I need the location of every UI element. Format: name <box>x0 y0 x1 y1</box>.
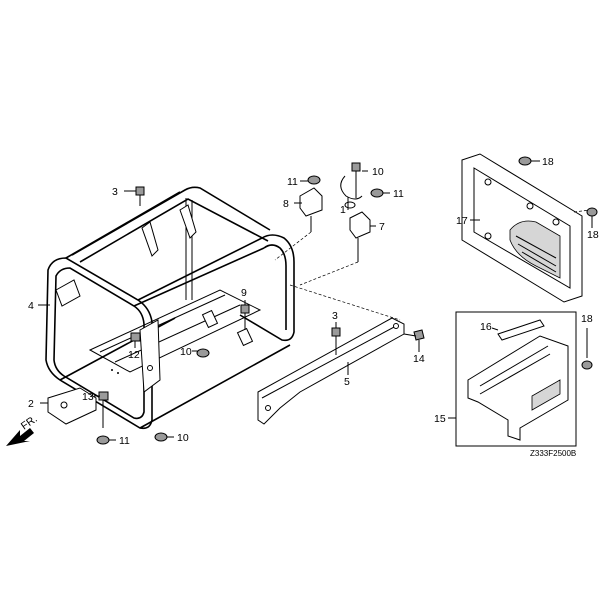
callout-3: 3 <box>112 186 118 198</box>
side-panel-part-17 <box>461 153 591 303</box>
callout-4: 4 <box>28 300 34 312</box>
screw-icon <box>586 207 598 217</box>
callout-18: 18 <box>581 313 593 325</box>
switch-part-6 <box>349 211 371 262</box>
callout-12: 12 <box>128 349 140 361</box>
callout-16: 16 <box>480 321 492 333</box>
foot-bracket-part-2 <box>47 387 97 425</box>
nut-icon <box>96 435 110 445</box>
nut-icon <box>370 188 384 198</box>
direction-arrow-icon <box>6 428 34 446</box>
callout-11: 11 <box>287 176 298 188</box>
side-rail-part-5 <box>257 317 405 425</box>
bolt-icon <box>351 162 361 198</box>
callout-7: 8 <box>283 198 289 210</box>
nut-icon <box>307 175 321 185</box>
nut-icon <box>154 432 168 442</box>
bolt-icon <box>240 304 250 330</box>
callout-11: 11 <box>119 435 130 447</box>
bolt-icon <box>135 186 145 206</box>
callout-3: 3 <box>332 310 338 322</box>
callout-15: 15 <box>434 413 446 425</box>
callout-17: 17 <box>456 215 468 227</box>
callout-14: 14 <box>413 353 425 365</box>
callout-18: 18 <box>542 156 554 168</box>
direction-label: FR. <box>19 413 40 433</box>
screw-icon <box>518 156 532 166</box>
callout-8: 9 <box>241 287 247 299</box>
bolt-icon <box>98 391 109 428</box>
callout-5: 5 <box>344 376 350 388</box>
bolt-icon <box>331 327 341 355</box>
main-frame <box>45 186 295 430</box>
callout-18: 18 <box>587 229 599 241</box>
bolt-icon <box>403 329 425 341</box>
callout-6: 7 <box>379 221 385 233</box>
callout-11: 11 <box>393 188 404 200</box>
callout-1: 1 <box>340 204 346 216</box>
callout-2: 2 <box>28 398 34 410</box>
drawing-code: Z333F2500B <box>530 449 576 458</box>
clamp-part-7 <box>299 187 323 232</box>
bolt-icon <box>130 332 141 342</box>
nut-icon <box>196 348 210 358</box>
leader-lines <box>38 160 593 441</box>
callout-13: 13 <box>82 391 94 403</box>
callout-10: 10 <box>180 346 192 358</box>
cover-kit-box <box>455 311 593 447</box>
callout-9: 10 <box>372 166 384 178</box>
callout-10: 10 <box>177 432 189 444</box>
